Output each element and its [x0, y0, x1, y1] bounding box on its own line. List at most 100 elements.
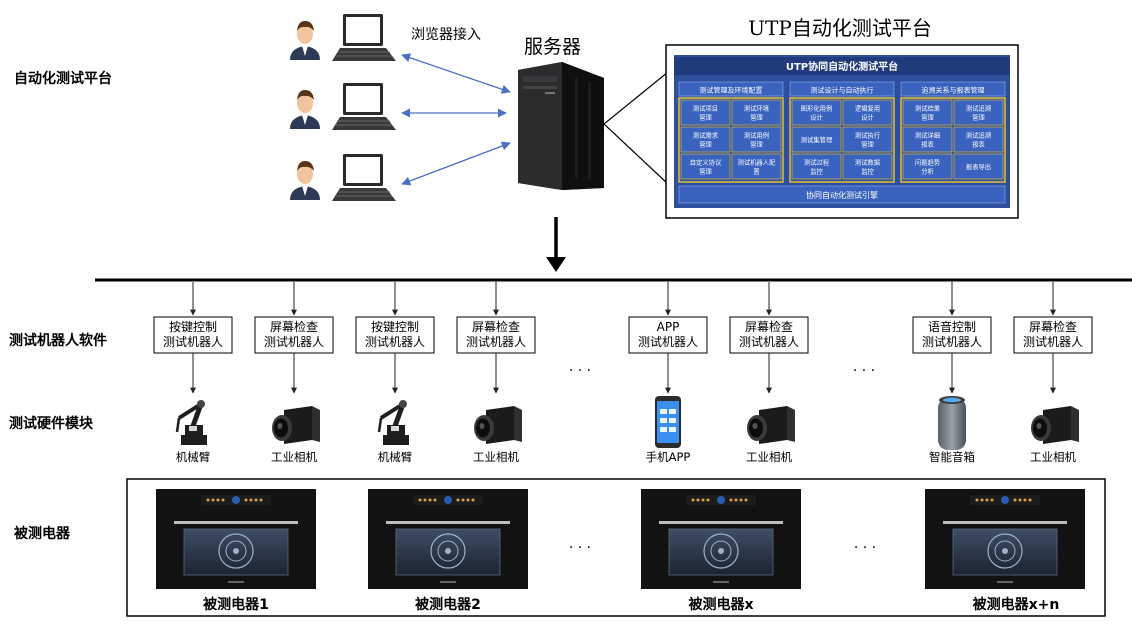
panel-cell-line2: 置	[753, 168, 759, 176]
person-icon	[290, 90, 320, 129]
oven-icon	[156, 489, 316, 589]
robot-software-line2: 测试机器人	[466, 334, 526, 349]
panel-footer-bar	[678, 185, 1006, 204]
hardware-module-1: 机械臂	[176, 400, 211, 464]
panel-cell-line1: 自定义协议	[690, 158, 722, 167]
hardware-label: 智能音箱	[929, 450, 975, 464]
panel-cell-line2: 监控	[861, 167, 874, 176]
panel-header-bar	[674, 57, 1010, 75]
panel-cell-line1: 逻辑复用	[855, 104, 880, 113]
laptop-icon	[332, 14, 396, 61]
dut-label: 被测电器1	[203, 596, 269, 613]
robot-arm-icon	[377, 400, 409, 445]
panel-cell-line1: 测试数据	[855, 158, 881, 167]
panel-cell: 报表导出	[953, 153, 1004, 180]
dut-label: 被测电器x+n	[973, 596, 1060, 613]
user-client-3	[290, 154, 396, 201]
zoom-line-top	[603, 71, 669, 125]
panel-cell-line2: 报表	[921, 140, 934, 149]
hardware-label: 工业相机	[746, 450, 792, 464]
panel-cell-line1: 测试详细	[915, 131, 940, 140]
hardware-module-2: 工业相机	[271, 406, 320, 464]
ellipsis-robots-1: . . .	[569, 359, 591, 375]
panel-cell-line2: 管理	[699, 167, 712, 176]
dut-row: 被测电器1 被测电器2 被测电器x 被测电器x+n	[156, 489, 1085, 613]
label-robot-software: 测试机器人软件	[9, 332, 107, 349]
laptop-icon	[332, 154, 396, 201]
browser-link-arrow-1	[401, 53, 511, 94]
panel-cell-line2: 分析	[921, 167, 934, 176]
robot-arm-icon	[175, 400, 207, 445]
panel-cell-line1: 测试执行	[855, 131, 881, 140]
industrial-camera-icon	[474, 406, 522, 444]
panel-column-1: 测试管理及环境配置测试项目管理测试环境管理测试需求管理测试用例管理自定义协议管理…	[678, 81, 784, 183]
label-hardware-module: 测试硬件模块	[9, 415, 94, 432]
panel-cell-line1: 测试机器人配	[738, 158, 776, 167]
panel-cell: 测试集管理	[791, 126, 842, 153]
label-dut-row: 被测电器	[14, 525, 71, 542]
panel-cell-line2: 管理	[750, 140, 763, 149]
panel-footer: 协同自动化测试引擎	[806, 190, 878, 200]
panel-cell-line2: 管理	[750, 113, 763, 122]
panel-cell-line1: 测试需求	[693, 131, 719, 140]
hardware-module-7: 智能音箱	[929, 396, 975, 464]
smart-speaker-icon	[938, 396, 966, 450]
robot-software-line2: 测试机器人	[739, 334, 799, 349]
label-server: 服务器	[524, 36, 581, 58]
dut-1: 被测电器1	[156, 489, 316, 613]
dut-4: 被测电器x+n	[925, 489, 1085, 613]
industrial-camera-icon	[272, 406, 320, 444]
hardware-label: 工业相机	[1030, 450, 1076, 464]
panel-cell-line1: 测试集管理	[801, 135, 833, 144]
panel-cell-line1: 测试结果	[915, 104, 941, 113]
robot-software-line1: 按键控制	[169, 320, 217, 334]
robot-software-line2: 测试机器人	[163, 334, 223, 349]
panel-cell-line2: 管理	[972, 113, 985, 122]
panel-cell-line1: 测试过程	[804, 158, 830, 167]
dut-3: 被测电器x	[641, 489, 801, 613]
robot-software-line1: 屏幕检查	[472, 319, 520, 334]
panel-cell-line1: 测试追溯	[966, 131, 991, 140]
label-browser-access: 浏览器接入	[411, 26, 481, 43]
ellipsis-dut-2: . . .	[854, 536, 876, 552]
hardware-label: 手机APP	[646, 450, 691, 464]
robot-software-row: 按键控制测试机器人屏幕检查测试机器人按键控制测试机器人屏幕检查测试机器人APP测…	[153, 282, 1093, 394]
hardware-module-4: 工业相机	[473, 406, 522, 464]
dut-2: 被测电器2	[368, 489, 528, 613]
dut-label: 被测电器x	[688, 596, 753, 613]
ellipsis-robots-2: . . .	[853, 359, 875, 375]
panel-column-title: 测试设计与自动执行	[811, 86, 874, 95]
panel-cell-line2: 设计	[810, 113, 823, 122]
laptop-icon	[332, 83, 396, 130]
user-client-1	[290, 14, 396, 61]
hardware-module-8: 工业相机	[1030, 406, 1079, 464]
robot-software-line2: 测试机器人	[365, 334, 425, 349]
robot-software-line2: 测试机器人	[1023, 334, 1083, 349]
panel-column-2: 测试设计与自动执行图形化用例设计逻辑复用设计测试集管理测试执行管理测试过程监控测…	[789, 81, 895, 183]
panel-column-title: 测试管理及环境配置	[700, 86, 763, 95]
robot-software-line2: 测试机器人	[264, 334, 324, 349]
panel-cell-line1: 报表导出	[966, 162, 991, 171]
hardware-label: 工业相机	[473, 450, 519, 464]
industrial-camera-icon	[1031, 406, 1079, 444]
label-platform: 自动化测试平台	[14, 70, 112, 87]
robot-software-line1: 语音控制	[928, 319, 976, 334]
